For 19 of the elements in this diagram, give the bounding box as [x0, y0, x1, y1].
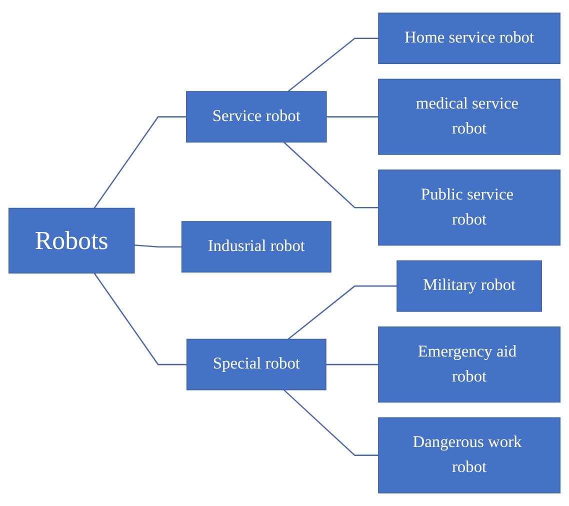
- connector: [94, 116, 186, 209]
- node-box: Indusrial robot: [181, 221, 332, 273]
- node-box: Robots: [8, 208, 135, 274]
- connector: [283, 142, 378, 208]
- connector: [326, 364, 378, 366]
- node-box: medical service robot: [378, 78, 561, 155]
- node-box: Special robot: [186, 338, 326, 390]
- node-box: Service robot: [186, 91, 327, 143]
- node-box: Military robot: [396, 260, 542, 312]
- node-box: Home service robot: [378, 12, 560, 64]
- node-box: Dangerous work robot: [378, 417, 561, 494]
- connector: [326, 116, 378, 118]
- connector: [288, 38, 379, 92]
- connector: [134, 244, 182, 248]
- connector: [94, 272, 187, 366]
- node-box: Public service robot: [378, 170, 561, 246]
- connector: [283, 389, 378, 456]
- connector: [288, 285, 398, 340]
- node-box: Emergency aid robot: [378, 326, 561, 403]
